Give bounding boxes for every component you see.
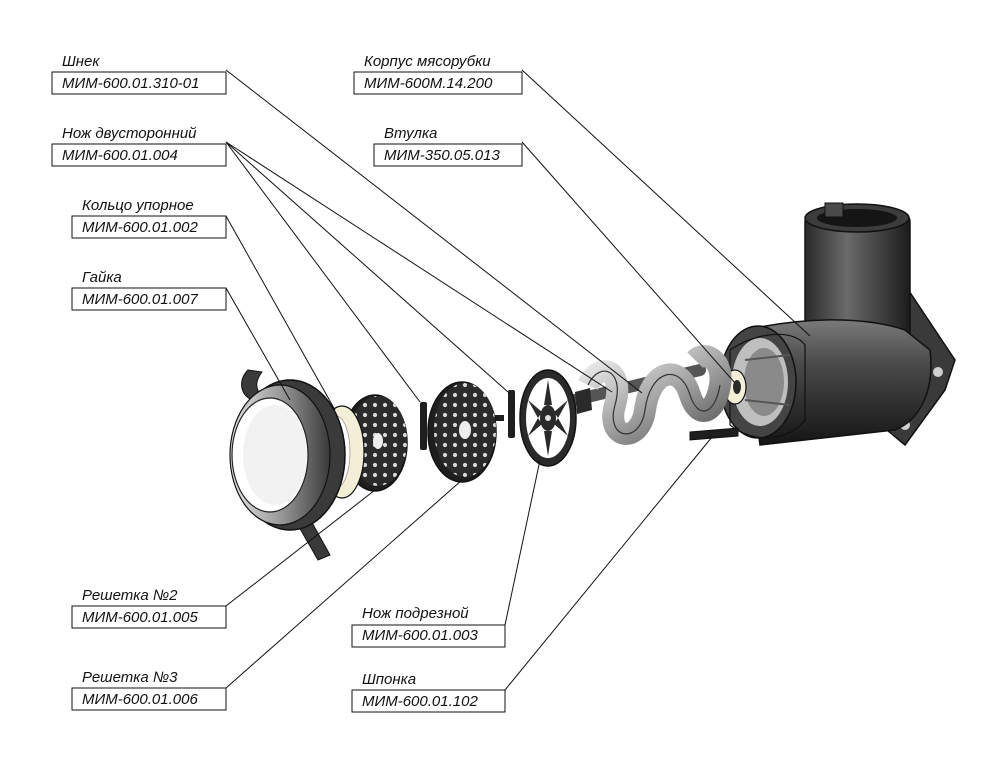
- callout-vtulka: Втулка МИМ-350.05.013: [373, 125, 523, 167]
- nut-part: [229, 369, 346, 561]
- callout-code: МИМ-600.01.006: [82, 691, 198, 708]
- auger-part: [569, 345, 732, 445]
- cutting-knife-part: [519, 369, 577, 467]
- callout-name: Кольцо упорное: [82, 197, 194, 214]
- callout-name: Решетка №2: [82, 587, 178, 604]
- callout-code: МИМ-600М.14.200: [364, 75, 493, 92]
- callout-shnek: Шнек МИМ-600.01.310-01: [51, 53, 227, 95]
- grid-no3-part: [427, 381, 497, 483]
- callout-name: Гайка: [82, 269, 122, 286]
- callout-gaika: Гайка МИМ-600.01.007: [71, 269, 227, 311]
- callout-korpus: Корпус мясорубки МИМ-600М.14.200: [353, 53, 523, 95]
- callout-name: Нож подрезной: [362, 605, 469, 622]
- callout-name: Корпус мясорубки: [364, 53, 491, 70]
- callout-koltso-upornoe: Кольцо упорное МИМ-600.01.002: [71, 197, 227, 239]
- callout-name: Решетка №3: [82, 669, 178, 686]
- callout-code: МИМ-600.01.007: [82, 291, 198, 308]
- callout-name: Шпонка: [362, 671, 416, 688]
- callout-nozh-podreznoy: Нож подрезной МИМ-600.01.003: [351, 605, 506, 648]
- housing-part: [719, 202, 956, 447]
- callout-code: МИМ-600.01.005: [82, 609, 198, 626]
- callout-name: Нож двусторонний: [62, 125, 197, 142]
- callout-code: МИМ-600.01.102: [362, 693, 478, 710]
- callout-reshetka-2: Решетка №2 МИМ-600.01.005: [71, 587, 227, 629]
- callout-shponka: Шпонка МИМ-600.01.102: [351, 671, 506, 713]
- callout-name: Шнек: [62, 53, 100, 70]
- double-knife-part: [420, 390, 515, 450]
- key-part: [689, 427, 739, 441]
- callout-reshetka-3: Решетка №3 МИМ-600.01.006: [71, 669, 227, 711]
- callout-code: МИМ-600.01.002: [82, 219, 198, 236]
- leader-lines: [225, 69, 811, 691]
- callout-nozh-dvustoronniy: Нож двусторонний МИМ-600.01.004: [51, 125, 227, 167]
- callout-code: МИМ-350.05.013: [384, 147, 500, 164]
- callout-name: Втулка: [384, 125, 437, 142]
- callout-code: МИМ-600.01.003: [362, 627, 478, 644]
- callout-code: МИМ-600.01.004: [62, 147, 178, 164]
- callout-code: МИМ-600.01.310-01: [62, 75, 199, 92]
